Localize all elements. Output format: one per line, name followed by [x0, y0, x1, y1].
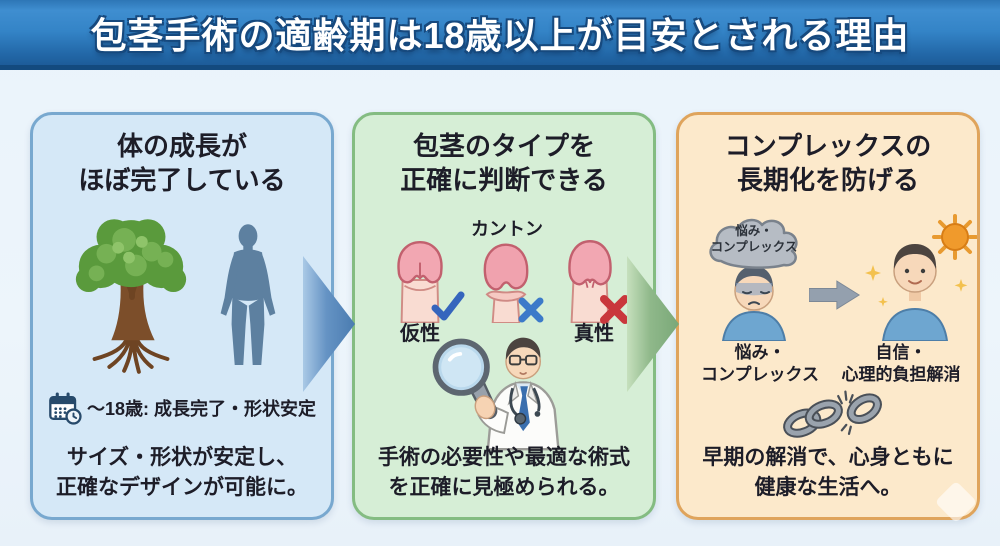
- growth-note: 〜18歳: 成長完了・形状安定: [33, 391, 331, 425]
- after-label: 自信・ 心理的負担解消: [825, 342, 977, 386]
- broken-chain-icon: [783, 390, 882, 438]
- after-label-line1: 自信・: [875, 343, 927, 362]
- happy-person-icon: [865, 214, 977, 341]
- worried-person-icon: [709, 218, 798, 342]
- transition-arrow-icon: [809, 280, 861, 310]
- growth-desc-line2: 正確なデザインが可能に。: [56, 476, 308, 500]
- sparkle-icon: [865, 265, 881, 281]
- panel-body-growth: 体の成長が ほぼ完了している: [30, 112, 334, 520]
- worry-cloud-line2: コンプレックス: [710, 240, 798, 255]
- before-label-line1: 悩み・: [734, 343, 786, 362]
- before-label-line2: コンプレックス: [701, 365, 819, 385]
- panel-complex-title-line1: コンプレックスの: [724, 131, 932, 161]
- cross-blue-icon: [518, 297, 544, 323]
- sparkle-icon: [954, 279, 968, 292]
- phimosis-type-kasei-icon: [397, 241, 443, 323]
- panel-complex-prevention: コンプレックスの 長期化を防げる 悩み・ コンプレックス: [676, 112, 980, 524]
- sparkle-icon: [878, 297, 888, 307]
- kasei-label: 仮性: [400, 323, 440, 345]
- panel-type-diagnosis: 包茎のタイプを 正確に判断できる カントン: [352, 112, 656, 520]
- panel-diagnosis-title-line2: 正確に判断できる: [400, 165, 608, 196]
- header-banner: 包茎手術の適齢期は18歳以上が目安とされる理由: [0, 0, 1000, 70]
- complex-desc: 早期の解消で、心身ともに 健康な生活へ。: [684, 443, 972, 503]
- worry-cloud-text: 悩み・ コンプレックス: [699, 223, 809, 256]
- panel-growth-title-line1: 体の成長が: [116, 131, 247, 161]
- chevron-right-blue-icon: [303, 256, 355, 392]
- growth-desc: サイズ・形状が安定し、 正確なデザインが可能に。: [38, 443, 326, 503]
- panel-complex-title: コンプレックスの 長期化を防げる: [679, 129, 977, 198]
- growth-note-text: 〜18歳: 成長完了・形状安定: [86, 399, 316, 419]
- shinsei-label: 真性: [574, 323, 614, 345]
- sun-icon: [932, 214, 977, 260]
- panel-growth-title-line2: ほぼ完了している: [78, 165, 286, 196]
- panel-complex-title-line2: 長期化を防げる: [736, 165, 919, 196]
- calendar-clock-icon: [49, 392, 82, 425]
- before-label: 悩み・ コンプレックス: [685, 342, 835, 386]
- human-silhouette-icon: [220, 224, 276, 366]
- phimosis-type-shinsei-icon: [568, 240, 612, 323]
- worried-person-figure: 悩み・ コンプレックス: [699, 215, 809, 342]
- diagnosis-desc-line1: 手術の必要性や最適な術式: [378, 446, 630, 470]
- panel-diagnosis-title: 包茎のタイプを 正確に判断できる: [355, 129, 653, 198]
- page-title: 包茎手術の適齢期は18歳以上が目安とされる理由: [90, 14, 910, 56]
- panel-growth-title: 体の成長が ほぼ完了している: [33, 129, 331, 198]
- complex-desc-line1: 早期の解消で、心身ともに: [702, 446, 954, 470]
- cross-red-icon: [600, 295, 629, 324]
- diagnosis-desc: 手術の必要性や最適な術式 を正確に見極められる。: [360, 443, 648, 503]
- growth-desc-line1: サイズ・形状が安定し、: [66, 446, 298, 470]
- chevron-right-green-icon: [627, 256, 679, 392]
- complex-desc-line2: 健康な生活へ。: [754, 476, 902, 500]
- phimosis-type-kanton-icon: [483, 243, 529, 323]
- tree-icon: [75, 219, 187, 374]
- check-icon: [431, 291, 465, 321]
- after-label-line2: 心理的負担解消: [841, 365, 961, 385]
- diagnosis-desc-line2: を正確に見極められる。: [388, 476, 620, 500]
- kanton-label: カントン: [471, 219, 543, 239]
- panel-diagnosis-title-line1: 包茎のタイプを: [412, 131, 595, 161]
- worry-cloud-icon: [709, 218, 798, 269]
- doctor-magnifier-icon: [432, 337, 560, 451]
- worry-cloud-line1: 悩み・: [735, 224, 773, 238]
